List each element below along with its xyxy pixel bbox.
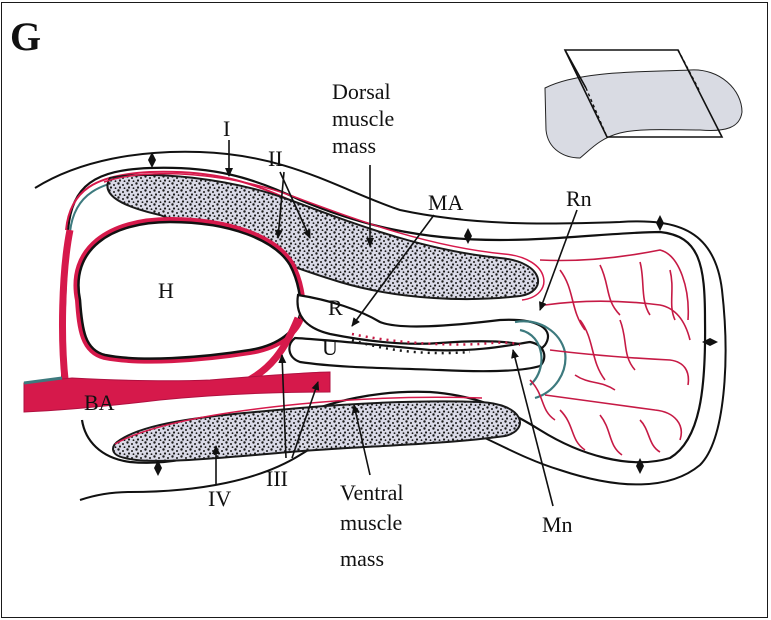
label-Rn: Rn <box>566 186 592 211</box>
label-MA: MA <box>428 190 464 215</box>
label-R: R <box>328 295 343 320</box>
label-dorsal-muscle: muscle <box>332 106 394 131</box>
label-ventral-muscle: muscle <box>340 510 402 535</box>
inset-limb-sketch <box>545 50 742 158</box>
label-dorsal: Dorsal <box>332 79 391 104</box>
label-U: U <box>322 335 338 360</box>
panel-letter: G <box>10 14 41 59</box>
humerus-bone <box>78 222 300 359</box>
label-III: III <box>266 466 288 491</box>
label-II: II <box>268 146 283 171</box>
label-BA: BA <box>84 390 115 415</box>
label-ventral-mass: mass <box>340 546 384 571</box>
label-I: I <box>223 116 230 141</box>
hand-vascular-network <box>530 250 690 455</box>
label-IV: IV <box>208 486 231 511</box>
ventral-muscle-mass <box>113 401 520 461</box>
label-dorsal-mass: mass <box>332 133 376 158</box>
label-H: H <box>158 278 174 303</box>
label-ventral: Ventral <box>340 480 404 505</box>
label-Mn: Mn <box>542 512 573 537</box>
